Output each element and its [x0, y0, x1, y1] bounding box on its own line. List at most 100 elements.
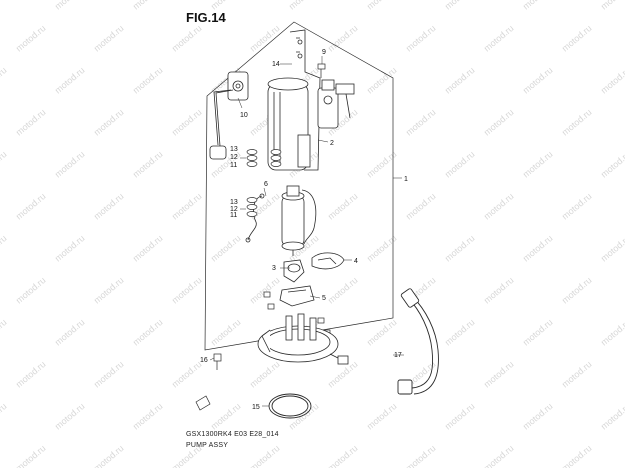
watermark-text: motod.ru: [443, 65, 477, 95]
watermark-text: motod.ru: [209, 401, 243, 431]
bolt: [317, 63, 326, 78]
watermark-text: motod.ru: [560, 359, 594, 389]
watermark-text: motod.ru: [482, 191, 516, 221]
watermark-text: motod.ru: [404, 23, 438, 53]
watermark-text: motod.ru: [443, 0, 477, 12]
watermark-text: motod.ru: [14, 191, 48, 221]
watermark-text: motod.ru: [0, 149, 9, 179]
watermark-text: motod.ru: [14, 359, 48, 389]
callout-5: 5: [322, 295, 326, 302]
watermark-text: motod.ru: [248, 275, 282, 305]
callout-1: 1: [404, 176, 408, 183]
hose-clip: [195, 395, 211, 411]
watermark-text: motod.ru: [170, 191, 204, 221]
watermark-text: motod.ru: [170, 359, 204, 389]
callout-15: 15: [252, 404, 260, 411]
washer-stack-middle: [246, 197, 258, 217]
callout-2: 2: [330, 140, 334, 147]
watermark-text: motod.ru: [92, 359, 126, 389]
callout-labels: 1 2 3 4 5 6 9 10 11 11 12 12 13 13 14 15…: [200, 49, 408, 411]
watermark-text: motod.ru: [521, 149, 555, 179]
watermark-text: motod.ru: [0, 233, 9, 263]
watermark-text: motod.ru: [482, 359, 516, 389]
watermark-text: motod.ru: [560, 275, 594, 305]
callout-17: 17: [394, 352, 402, 359]
fuel-filter: [267, 77, 311, 171]
callout-16: 16: [200, 357, 208, 364]
watermark-text: motod.ru: [521, 0, 555, 12]
watermark-text: motod.ru: [131, 401, 165, 431]
mounting-bolt: [213, 353, 222, 370]
watermark-text: motod.ru: [209, 317, 243, 347]
callout-3: 3: [272, 265, 276, 272]
watermark-text: motod.ru: [521, 317, 555, 347]
watermark-text: motod.ru: [287, 0, 321, 12]
callout-6: 6: [264, 181, 268, 188]
watermark-text: motod.ru: [0, 65, 9, 95]
watermark-text: motod.ru: [560, 191, 594, 221]
watermark-text: motod.ru: [326, 23, 360, 53]
watermark-text: motod.ru: [131, 0, 165, 12]
figure-code: GSX1300RK4 E03 E28_014: [186, 431, 279, 438]
pump-gasket: [268, 393, 312, 419]
watermark-text: motod.ru: [248, 443, 282, 468]
pressure-regulator: [317, 79, 355, 129]
watermark-text: motod.ru: [170, 107, 204, 137]
washer-stack-top: [246, 149, 258, 167]
watermark-text: motod.ru: [53, 233, 87, 263]
callout-9: 9: [322, 49, 326, 56]
watermark-text: motod.ru: [131, 65, 165, 95]
watermark-text: motod.ru: [443, 317, 477, 347]
watermark-text: motod.ru: [326, 275, 360, 305]
watermark-text: motod.ru: [326, 443, 360, 468]
callout-10: 10: [240, 112, 248, 119]
watermark-text: motod.ru: [599, 317, 625, 347]
watermark-text: motod.ru: [443, 401, 477, 431]
pump-holder-plate: [311, 252, 345, 270]
watermark-text: motod.ru: [92, 191, 126, 221]
watermark-text: motod.ru: [443, 149, 477, 179]
watermark-text: motod.ru: [14, 107, 48, 137]
watermark-text: motod.ru: [248, 359, 282, 389]
watermark-text: motod.ru: [521, 65, 555, 95]
leader-lines: [209, 56, 404, 407]
watermark-text: motod.ru: [53, 65, 87, 95]
watermark-text: motod.ru: [404, 443, 438, 468]
watermark-text: motod.ru: [170, 275, 204, 305]
watermark-text: motod.ru: [560, 443, 594, 468]
watermark-text: motod.ru: [599, 149, 625, 179]
assembly-name: PUMP ASSY: [186, 442, 229, 449]
pump-cushion: [283, 259, 305, 283]
pump-base-plate: [257, 313, 349, 365]
watermark-text: motod.ru: [365, 0, 399, 12]
watermark-text: motod.ru: [482, 107, 516, 137]
callout-14: 14: [272, 61, 280, 68]
watermark-text: motod.ru: [365, 401, 399, 431]
pump-bracket: [289, 29, 321, 171]
watermark-text: motod.ru: [14, 23, 48, 53]
watermark-text: motod.ru: [131, 233, 165, 263]
watermark-text: motod.ru: [14, 443, 48, 468]
watermark-text: motod.ru: [131, 149, 165, 179]
fuel-pump-motor: [281, 185, 305, 256]
watermark-text: motod.ru: [53, 149, 87, 179]
watermark-text: motod.ru: [92, 443, 126, 468]
watermark-text: motod.ru: [560, 107, 594, 137]
watermark-text: motod.ru: [0, 317, 9, 347]
watermark-text: motod.ru: [209, 233, 243, 263]
watermark-text: motod.ru: [521, 401, 555, 431]
washer-stack-right: [270, 149, 282, 167]
callout-11-middle: 11: [230, 212, 237, 219]
watermark-text: motod.ru: [53, 401, 87, 431]
watermark-text: motod.ru: [92, 275, 126, 305]
watermark-text: motod.ru: [0, 0, 9, 12]
watermark-text: motod.ru: [404, 191, 438, 221]
watermark-text: motod.ru: [482, 23, 516, 53]
watermark-text: motod.ru: [92, 107, 126, 137]
watermark-text: motod.ru: [170, 23, 204, 53]
callout-13-middle: 13: [230, 199, 238, 206]
watermark-text: motod.ru: [14, 275, 48, 305]
callout-11-top: 11: [230, 162, 237, 169]
